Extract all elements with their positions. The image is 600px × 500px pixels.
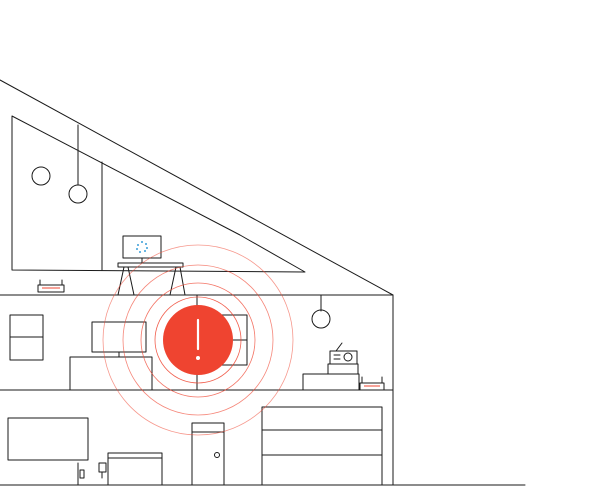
outlet-icons <box>77 462 107 486</box>
picture-frame <box>7 417 89 461</box>
pendant-lamp-icon <box>68 184 88 204</box>
middle-router-icon <box>359 376 385 391</box>
attic <box>11 115 306 296</box>
radio-icon <box>329 342 358 365</box>
door-icon <box>191 422 225 486</box>
sideboard <box>302 363 360 391</box>
window-icon <box>9 314 44 361</box>
tv-icon <box>91 321 147 358</box>
attic-wall-outline <box>11 115 306 273</box>
ceiling-lamp-icon <box>311 309 331 329</box>
attic-desk <box>117 262 186 296</box>
loading-spinner-icon <box>136 241 148 253</box>
ground-floor <box>7 406 383 486</box>
garage-door <box>261 406 383 486</box>
exclamation-icon <box>163 305 233 375</box>
attic-router-icon <box>37 279 65 293</box>
attic-monitor-icon <box>122 235 162 264</box>
dead-zone-signal-rings <box>102 244 294 436</box>
tv-cabinet <box>69 356 153 391</box>
wall-lamp-icon <box>31 166 51 186</box>
dresser <box>107 452 163 486</box>
